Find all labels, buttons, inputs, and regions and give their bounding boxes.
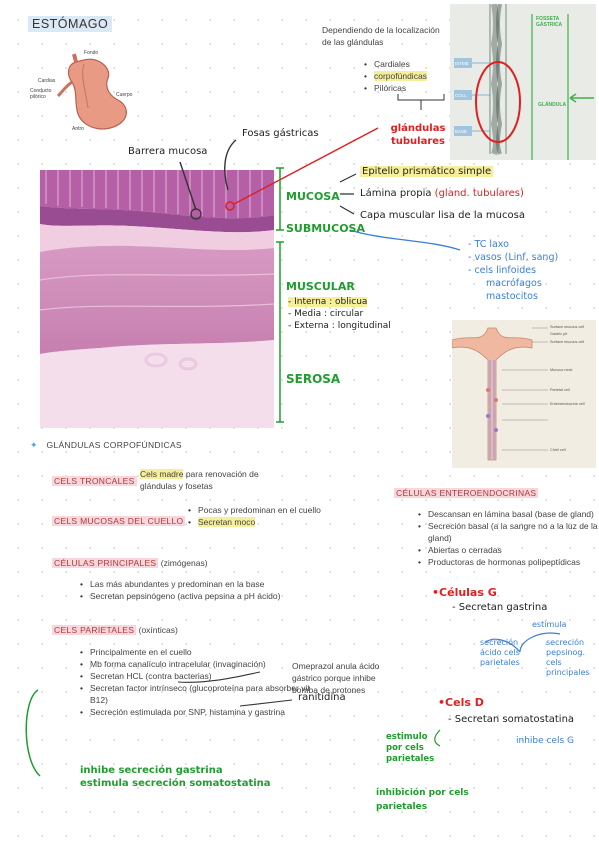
entero-item: Secreción basal (a la sangre no a la luz… xyxy=(418,520,599,544)
gland-type-piloricas: Pilóricas xyxy=(364,82,474,94)
parietales-item: Mb forma canalículo intracelular (invagi… xyxy=(80,658,310,670)
submucosa-item: macrófagos xyxy=(486,278,542,289)
pin-icon: ✦ xyxy=(30,440,38,450)
diagram-label: Surface mucous cell xyxy=(550,325,585,329)
enteroendocrinas-list: Descansan en lámina basal (base de gland… xyxy=(414,508,599,568)
fosas-gastricas-label: Fosas gástricas xyxy=(242,128,319,139)
glandulas-tubulares: glándulas tubulares xyxy=(390,123,446,147)
gland-location-list: Cardiales corpofúndicas Pilóricas xyxy=(360,58,474,94)
inhibe-note: inhibe secreción gastrina estimula secre… xyxy=(80,765,271,789)
diagram-label: Chief cell xyxy=(550,448,566,452)
label-antro: Antro xyxy=(72,126,84,132)
d-inhibe: inhibe cels G xyxy=(516,736,575,746)
gland-histology-drawing xyxy=(450,4,596,160)
diagram-label: Parietal cell xyxy=(550,388,570,392)
parietales-item: Secretan factor intrínseco (glucoproteín… xyxy=(80,682,310,706)
label-fosseta: FOSSETA GÁSTRICA xyxy=(536,16,563,28)
enteroendocrinas-label: CÉLULAS ENTEROENDOCRINAS xyxy=(394,488,539,498)
stomach-wall-histology xyxy=(40,170,274,428)
parietales-item: Secreción estimulada por SNP, histamina … xyxy=(80,706,310,718)
troncales-label: CELS TRONCALES xyxy=(52,476,137,486)
submucosa-item: - cels linfoides xyxy=(468,265,537,276)
label-cardias: Cardias xyxy=(38,78,56,84)
serosa-label: SEROSA xyxy=(286,372,341,386)
submucosa-label: SUBMUCOSA xyxy=(286,222,365,235)
label-conducto: Conducto pilórico xyxy=(30,88,52,100)
gland-type-corpofundicas: corpofúndicas xyxy=(364,70,474,82)
cels-g-secretan: - Secretan gastrina xyxy=(452,602,548,613)
principales-list: Las más abundantes y predominan en la ba… xyxy=(76,578,330,602)
histology-drawing xyxy=(40,170,274,428)
principales-item: Las más abundantes y predominan en la ba… xyxy=(80,578,330,590)
mucosa-label: MUCOSA xyxy=(286,190,340,203)
mucosa-epitelio: Epitelio prismático simple xyxy=(360,166,494,177)
entero-item: Abiertas o cerradas xyxy=(418,544,599,556)
muscular-label: MUSCULAR xyxy=(286,280,355,293)
troncales-text: Cels madre para renovación de glándulas … xyxy=(140,469,259,491)
gland-type-cardiales: Cardiales xyxy=(364,58,474,70)
label-glandula: GLÁNDULA xyxy=(538,102,567,108)
page-title: ESTÓMAGO xyxy=(28,16,113,32)
principales-item: Secretan pepsinógeno (activa pepsina a p… xyxy=(80,590,330,602)
principales-header: CÉLULAS PRINCIPALES (zimógenas) xyxy=(52,558,208,568)
submucosa-item: mastocitos xyxy=(486,291,538,302)
diagram-label: Gastric pit xyxy=(550,332,568,336)
parietales-header: CELS PARIETALES (oxínticas) xyxy=(52,625,178,635)
entero-item: Descansan en lámina basal (base de gland… xyxy=(418,508,599,520)
location-bracket xyxy=(397,94,445,110)
g-target-principales: secreción pepsinog. cels principales xyxy=(546,638,590,677)
mucosa-capa: Capa muscular lisa de la mucosa xyxy=(360,210,525,221)
g-target-parietales: secreción ácido cels parietales xyxy=(480,638,520,667)
diagram-label: Surface mucous cell xyxy=(550,340,585,344)
gland-histology-image: ISTME COLL BASE FOSSETA GÁSTRICA GLÁNDUL… xyxy=(450,4,596,160)
submucosa-list: - TC laxo - vasos (Linf, sang) - cels li… xyxy=(468,238,558,303)
mucosa-lamina: Lámina propia (gland. tubulares) xyxy=(360,188,524,199)
omeprazol-note: Omeprazol anula ácido gástrico porque in… xyxy=(292,661,380,695)
cels-d-label: •Cels D xyxy=(438,696,484,709)
mucosas-item: Secretan moco xyxy=(188,516,378,528)
stomach-illustration xyxy=(56,53,127,130)
label-base: BASE xyxy=(455,129,468,134)
submucosa-item: - TC laxo xyxy=(468,239,509,250)
diagram-label: Mucous neck xyxy=(550,368,573,372)
d-estimulo: estimulo por cels parietales xyxy=(386,732,435,764)
ranitidina-label: ranitidina xyxy=(298,692,346,703)
cels-g-label: •Células G xyxy=(432,586,497,599)
estimula-label: estimula xyxy=(532,620,567,629)
diagram-label: Enteroendocrine cell xyxy=(550,402,585,406)
muscular-item: - Media : circular xyxy=(288,309,364,319)
barrera-mucosa-label: Barrera mucosa xyxy=(128,146,208,157)
muscular-list: - Interna : oblicua - Media : circular -… xyxy=(288,296,391,332)
muscular-item: - Interna : oblicua xyxy=(288,297,368,307)
label-coll: COLL xyxy=(455,93,467,98)
location-note-text: Dependiendo de la localización de las gl… xyxy=(322,25,440,47)
gland-diagram-drawing xyxy=(452,320,596,468)
entero-item: Productoras de hormonas polipeptídicas xyxy=(418,556,599,568)
stomach-diagram: Fondo Cardias Conducto pilórico Cuerpo A… xyxy=(30,50,148,142)
label-fondo: Fondo xyxy=(84,50,99,56)
corpofundic-heading: ✦ GLÁNDULAS CORPOFÚNDICAS xyxy=(30,440,182,450)
cels-d-secretan: - Secretan somatostatina xyxy=(448,714,575,725)
label-cuerpo: Cuerpo xyxy=(116,92,133,98)
gland-diagram: Surface mucous cell Gastric pit Surface … xyxy=(452,320,596,468)
muscular-item: - Externa : longitudinal xyxy=(288,321,391,331)
mucosas-list: Pocas y predominan en el cuello Secretan… xyxy=(184,504,378,528)
inhibicion-note: inhibición por cels parietales xyxy=(376,788,469,812)
location-note: Dependiendo de la localización de las gl… xyxy=(322,24,447,48)
mucosas-label: CELS MUCOSAS DEL CUELLO xyxy=(52,516,186,526)
parietales-list: Principalmente en el cuello Mb forma can… xyxy=(76,646,310,718)
submucosa-item: - vasos (Linf, sang) xyxy=(468,252,559,263)
parietales-item: Principalmente en el cuello xyxy=(80,646,310,658)
parietales-item: Secretan HCL (contra bacterias) xyxy=(80,670,310,682)
mucosas-item: Pocas y predominan en el cuello xyxy=(188,504,378,516)
label-istme: ISTME xyxy=(455,61,469,66)
